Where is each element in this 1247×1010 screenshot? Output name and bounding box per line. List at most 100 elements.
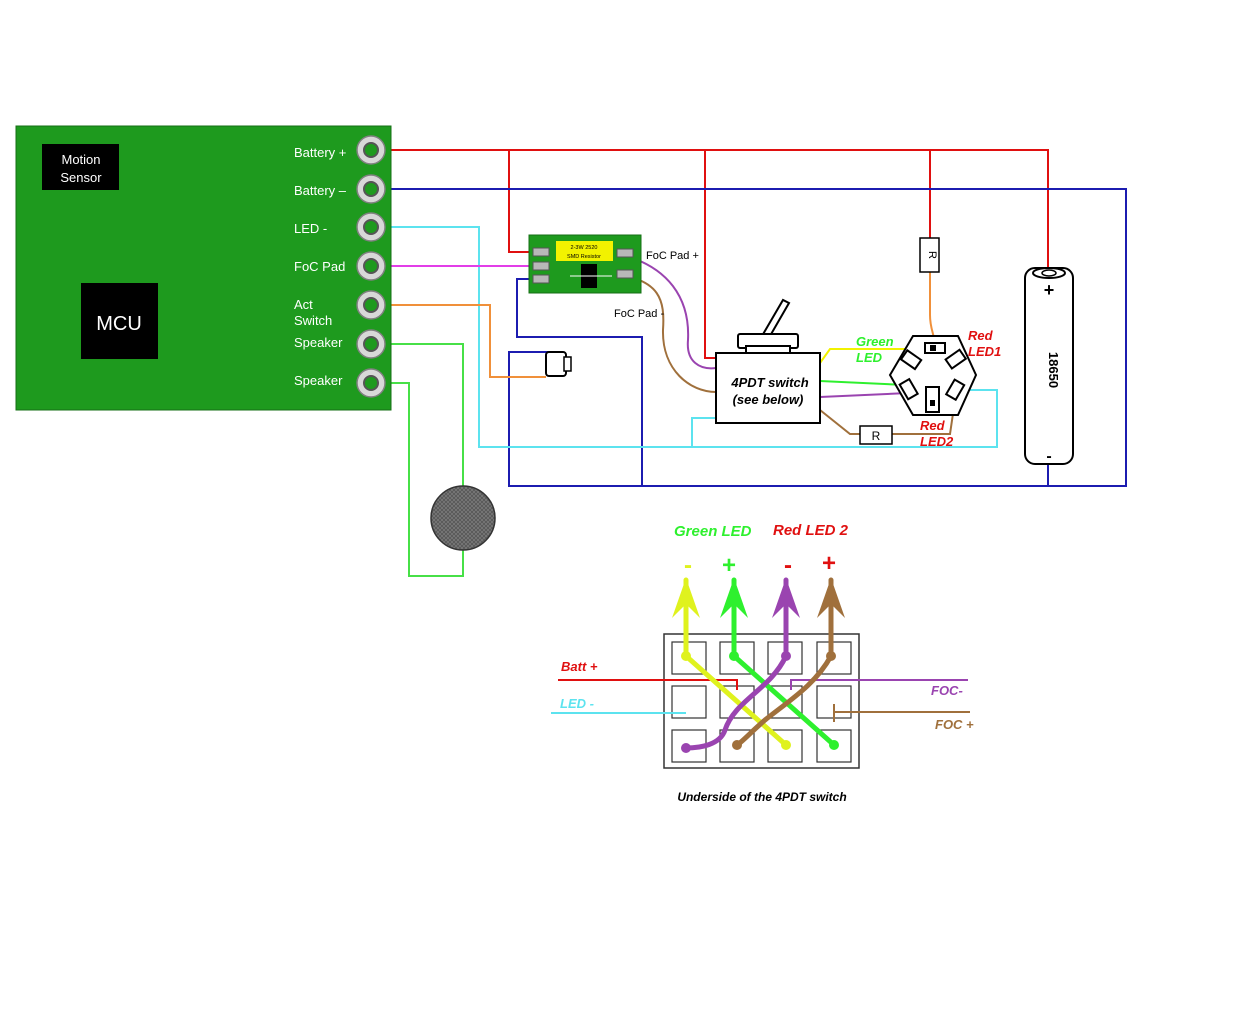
battery-18650: + 18650 -	[1024, 267, 1074, 465]
label-red-led1-line1: Red	[968, 328, 994, 343]
pin-label-act-switch-line2: Switch	[294, 313, 332, 328]
wire-speaker-1	[385, 343, 464, 577]
wire-battery-plus	[385, 149, 1049, 270]
smd-resistor-board: 2-3W 2520 SMD Resistor FoC Pad + FoC Pad…	[528, 234, 699, 320]
battery-label: 18650	[1046, 352, 1061, 388]
pin-hole	[363, 142, 379, 158]
solder-dot	[729, 651, 739, 661]
pin-label-battery-minus: Battery –	[294, 183, 347, 198]
underside-label-batt-plus: Batt +	[561, 659, 598, 674]
underside-solder-dots	[681, 651, 839, 753]
underside-arrowheads	[672, 578, 845, 618]
wire-foc-plus	[614, 252, 717, 370]
resistor-top-body	[919, 237, 940, 273]
wire-led-minus	[385, 226, 998, 448]
solder-dot	[681, 651, 691, 661]
resistor-bottom-label: R	[872, 429, 881, 443]
mcu-chip	[81, 283, 158, 359]
arrow-purple-icon	[772, 578, 800, 618]
pin-hole	[363, 219, 379, 235]
resistor-top: R	[919, 237, 940, 273]
label-green-led-line2: LED	[856, 350, 883, 365]
led-slot-top-pin	[930, 345, 936, 351]
underside-label-foc-minus: FOC-	[931, 683, 963, 698]
battery-terminal	[1041, 269, 1057, 277]
led-slot-lower-right	[944, 378, 966, 402]
underside-red-led2-title: Red LED 2	[773, 522, 849, 539]
wire-brown-cross	[734, 577, 834, 748]
act-switch-cap	[563, 356, 572, 372]
solder-dot	[681, 743, 691, 753]
wire-red-resistor-board	[508, 150, 530, 253]
pin-hole	[363, 336, 379, 352]
wire-battery-minus	[385, 188, 1127, 487]
led-holder	[888, 335, 978, 416]
motion-sensor-line1: Motion	[61, 152, 100, 167]
4pdt-switch: 4PDT switch (see below)	[715, 298, 821, 424]
speaker	[430, 485, 496, 551]
smd-pad	[532, 247, 550, 257]
solder-dot	[781, 740, 791, 750]
underside-plus-red: +	[822, 550, 836, 577]
underside-minus-green: -	[684, 552, 692, 579]
underside-wire-foc-plus	[833, 704, 970, 722]
pin-hole	[363, 181, 379, 197]
underside-label-foc-plus: FOC +	[935, 717, 974, 732]
resistor-bottom-body	[859, 425, 893, 445]
wires	[385, 149, 1127, 577]
pin-label-foc-pad: FoC Pad	[294, 259, 345, 274]
switch-collar-base	[745, 345, 791, 354]
wire-red-switch	[704, 150, 716, 359]
smd-pad	[616, 248, 634, 258]
wire-act-switch	[385, 304, 546, 378]
act-switch-component	[545, 351, 572, 377]
control-board: Motion Sensor MCU Battery + Battery – LE…	[15, 125, 392, 411]
wire-green-led	[819, 380, 906, 386]
act-switch-body	[545, 351, 567, 377]
wire-yellow-green-led	[819, 348, 925, 364]
foc-pad-minus-label: FoC Pad -	[614, 308, 664, 320]
resistor-bottom: R	[859, 425, 893, 445]
pin-label-battery-plus: Battery +	[294, 145, 346, 160]
resistor-board-label-box	[556, 241, 613, 261]
resistor-top-label: R	[926, 251, 938, 259]
solder-dot	[829, 740, 839, 750]
underside-green-led-title: Green LED	[674, 523, 752, 540]
solder-dot	[781, 651, 791, 661]
smd-pad	[616, 269, 634, 279]
smd-pad	[532, 274, 550, 284]
arrow-brown-icon	[817, 578, 845, 618]
motion-sensor-chip	[42, 144, 119, 190]
pin-hole	[363, 258, 379, 274]
label-red-led2-line1: Red	[920, 418, 946, 433]
pin-label-act-switch-line1: Act	[294, 297, 313, 312]
led-slot-lower-left	[898, 377, 920, 401]
underside-wire-batt-plus	[558, 679, 738, 690]
wire-foc-minus	[614, 273, 717, 393]
arrow-green-icon	[720, 578, 748, 618]
battery-minus-sign: -	[1046, 448, 1051, 465]
pin-label-led-minus: LED -	[294, 221, 327, 236]
underside-wire-foc-minus	[790, 679, 968, 690]
resistor-board-line1: 2-3W 2520	[571, 245, 598, 251]
smd-pads	[532, 247, 634, 284]
underside-plus-green: +	[722, 552, 736, 579]
wire-purple-cross	[683, 577, 789, 751]
switch-label-line2: (see below)	[733, 392, 804, 407]
switch-toggle-lever	[760, 298, 791, 337]
pin-hole	[363, 375, 379, 391]
battery-plus-sign: +	[1044, 280, 1055, 300]
motion-sensor-line2: Sensor	[60, 170, 102, 185]
underside-label-led-minus: LED -	[560, 696, 594, 711]
foc-pad-plus-label: FoC Pad +	[646, 250, 699, 262]
pin-hole	[363, 297, 379, 313]
pin-label-speaker-2: Speaker	[294, 373, 343, 388]
switch-underside: Green LED Red LED 2 - + - + Batt + LED -	[551, 522, 974, 804]
wire-blue-resistor-board	[516, 278, 643, 486]
wire-brown-led	[819, 409, 862, 435]
wire-purple-led	[819, 392, 909, 398]
label-green-led-line1: Green	[856, 334, 894, 349]
label-red-led2-line2: LED2	[920, 434, 954, 449]
